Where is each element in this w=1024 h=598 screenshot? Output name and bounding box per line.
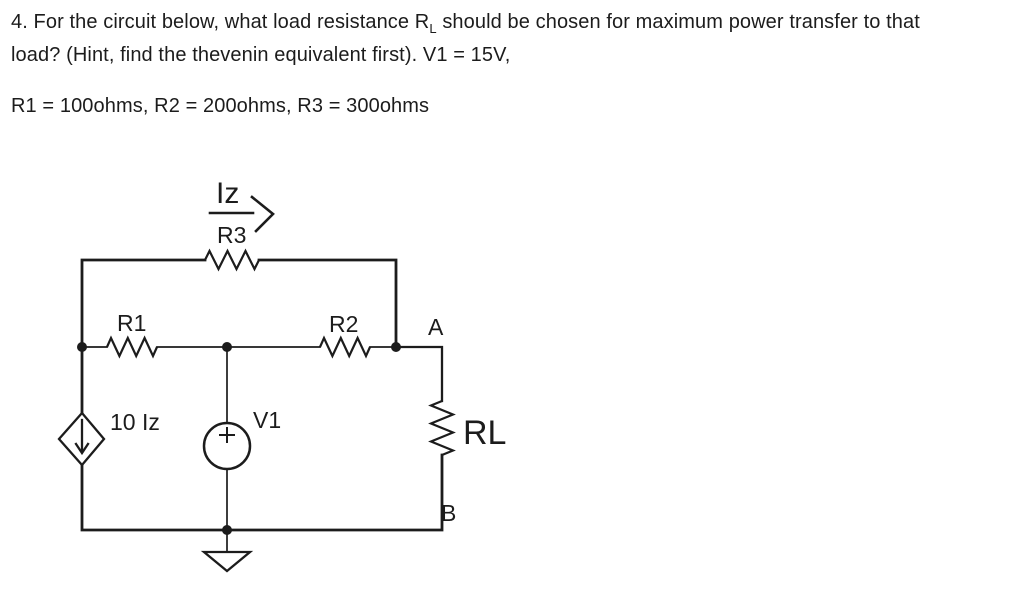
dependent-current-source [57, 411, 106, 467]
rl-label: RL [463, 414, 506, 452]
resistor-r3 [204, 248, 260, 272]
node-b-label: B [441, 500, 456, 526]
wire-top-left [80, 258, 207, 415]
problem-line1-cont: should be chosen for maximum power trans… [436, 11, 920, 33]
node-dot-left [77, 342, 87, 352]
problem-line-1: 4. For the circuit below, what load resi… [11, 6, 1013, 39]
plus-sign-icon [219, 427, 235, 443]
rl-subscript: L [429, 21, 437, 36]
node-dot-center [222, 342, 232, 352]
r1-label: R1 [117, 310, 146, 336]
dependent-source-label: 10 Iz [110, 409, 160, 435]
v1-label: V1 [253, 407, 281, 433]
node-a-label: A [428, 314, 444, 340]
wire-bottom [80, 453, 444, 532]
node-dot-bottom [222, 525, 232, 535]
iz-arrowhead-icon [250, 195, 275, 233]
wire-top-right [257, 258, 398, 349]
iz-label: Iz [216, 177, 239, 210]
resistor-r1 [105, 335, 159, 359]
problem-statement: 4. For the circuit below, what load resi… [11, 6, 1013, 72]
r2-label: R2 [329, 311, 358, 337]
resistor-r2 [318, 335, 372, 359]
problem-line-2: load? (Hint, find the thevenin equivalen… [11, 44, 511, 66]
node-dot-a [391, 342, 401, 352]
problem-line1-text: 4. For the circuit below, what load resi… [11, 11, 430, 33]
voltage-source-v1 [202, 421, 252, 471]
ground-icon [200, 550, 254, 573]
problem-line-3: R1 = 100ohms, R2 = 200ohms, R3 = 300ohms [11, 95, 430, 117]
resistor-rl [428, 399, 456, 457]
wire-node-a-to-load [394, 345, 444, 403]
r3-label: R3 [217, 222, 246, 248]
current-arrow-down-icon [74, 442, 90, 456]
